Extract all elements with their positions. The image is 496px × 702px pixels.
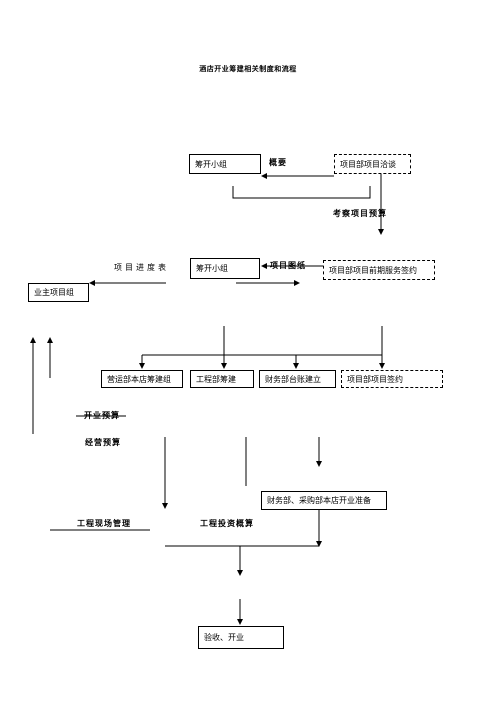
box-prep-group-1: 筹开小组 xyxy=(189,154,261,174)
label-operating-budget: 经营预算 xyxy=(85,438,121,447)
page-title: 酒店开业筹建相关制度和流程 xyxy=(199,65,297,73)
box-project-dept-sign: 项目部项目签约 xyxy=(341,370,443,388)
box-finance-ledger: 财务部台账建立 xyxy=(259,370,336,388)
box-finance-purchase-prep: 财务部、采购部本店开业准备 xyxy=(261,491,387,510)
label-overview: 概要 xyxy=(269,158,287,167)
top-bracket xyxy=(232,186,371,199)
box-acceptance-opening: 验收、开业 xyxy=(198,626,284,649)
label-opening-budget: 开业预算 xyxy=(84,411,120,420)
label-review-budget: 考察项目预算 xyxy=(333,209,387,218)
box-project-dept-pre-service: 项目部项目前期服务签约 xyxy=(323,260,435,280)
label-project-drawings: 项目图纸 xyxy=(270,261,306,270)
box-ops-store-prep: 营运部本店筹建组 xyxy=(101,370,183,388)
box-prep-group-2: 筹开小组 xyxy=(190,258,260,279)
label-progress-table: 项目进度表 xyxy=(114,263,169,272)
box-project-dept-talks: 项目部项目洽谈 xyxy=(334,154,411,174)
label-investment-estimate: 工程投资概算 xyxy=(200,519,254,528)
box-engineering-prep: 工程部筹建 xyxy=(190,370,254,388)
label-site-management: 工程现场管理 xyxy=(77,519,131,528)
box-owner-project-group: 业主项目组 xyxy=(28,283,89,302)
